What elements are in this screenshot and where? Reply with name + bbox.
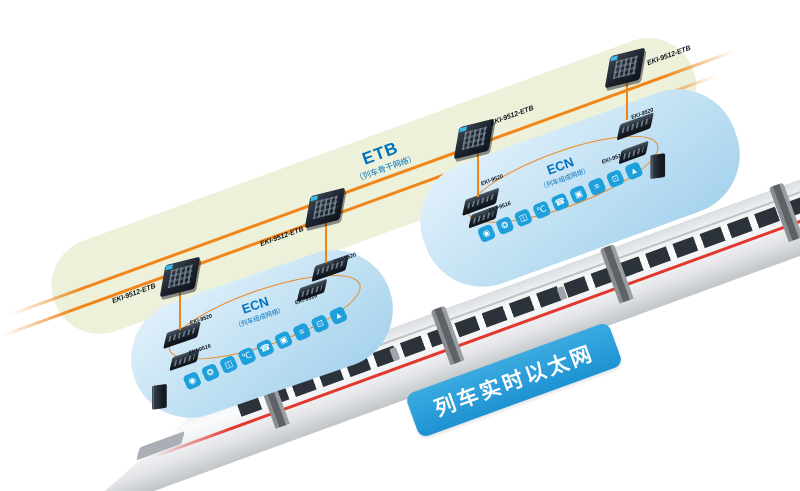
- camera-icon: ◉: [476, 223, 497, 244]
- standalone-device: [650, 153, 666, 180]
- drop-link: [325, 221, 327, 263]
- drop-link: [477, 151, 479, 197]
- drop-link: [626, 80, 628, 120]
- camera-icon: ◉: [182, 370, 203, 391]
- fan-icon: ❂: [200, 362, 221, 383]
- standalone-device: [151, 383, 167, 410]
- door-icon: ◫: [218, 354, 239, 375]
- etb-title-block: ETB （列车骨干网络）: [316, 122, 449, 196]
- drop-link: [179, 290, 181, 330]
